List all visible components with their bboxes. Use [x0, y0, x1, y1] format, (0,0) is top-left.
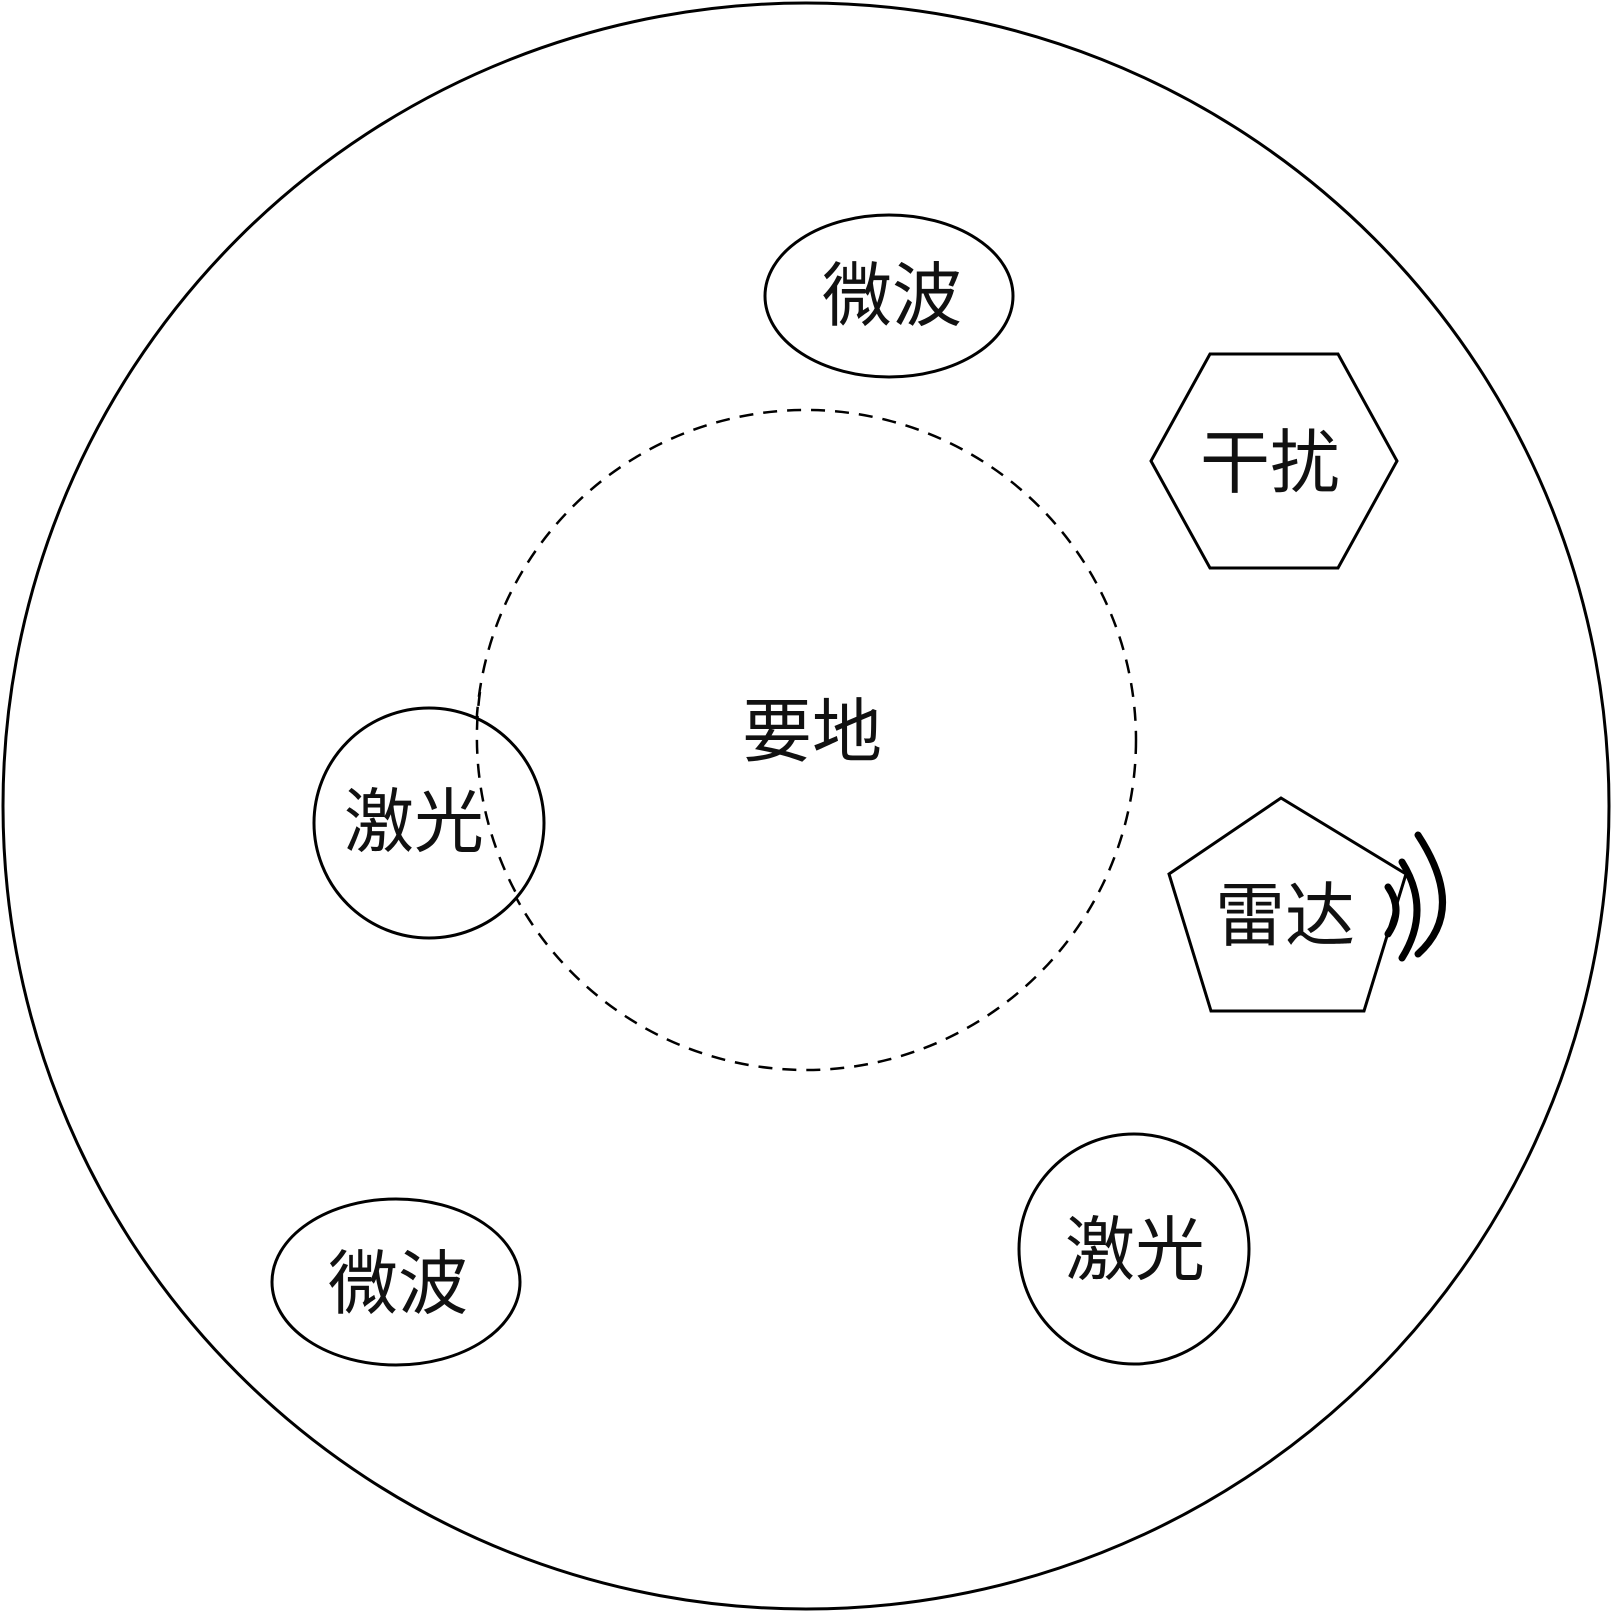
jammer-hexagon: [1149, 352, 1399, 570]
laser-circle-bottom: [1017, 1132, 1251, 1366]
radar-pentagon: [1167, 796, 1408, 1013]
microwave-label-bottom: 微波: [328, 1243, 468, 1325]
microwave-ellipse-top: [763, 213, 1015, 379]
protected-zone-dashed-arc-overlay: [475, 691, 518, 894]
microwave-label-top: 微波: [822, 255, 962, 337]
radar-label: 雷达: [1215, 875, 1355, 957]
protected-zone-label: 要地: [742, 691, 882, 773]
jammer-label: 干扰: [1200, 422, 1340, 504]
jammer-node: 干扰: [1149, 352, 1399, 570]
laser-label-left: 激光: [344, 781, 484, 863]
microwave-node-bottom: 微波: [270, 1197, 522, 1367]
microwave-node-top: 微波: [763, 213, 1015, 379]
laser-circle-left: [312, 706, 546, 940]
radar-node: 雷达: [1167, 796, 1446, 1013]
radar-wave-icon: [1384, 831, 1446, 962]
laser-node-bottom: 激光: [1017, 1132, 1251, 1366]
laser-node-left: 激光: [312, 706, 546, 940]
laser-label-bottom: 激光: [1065, 1209, 1205, 1291]
microwave-ellipse-bottom: [270, 1197, 522, 1367]
